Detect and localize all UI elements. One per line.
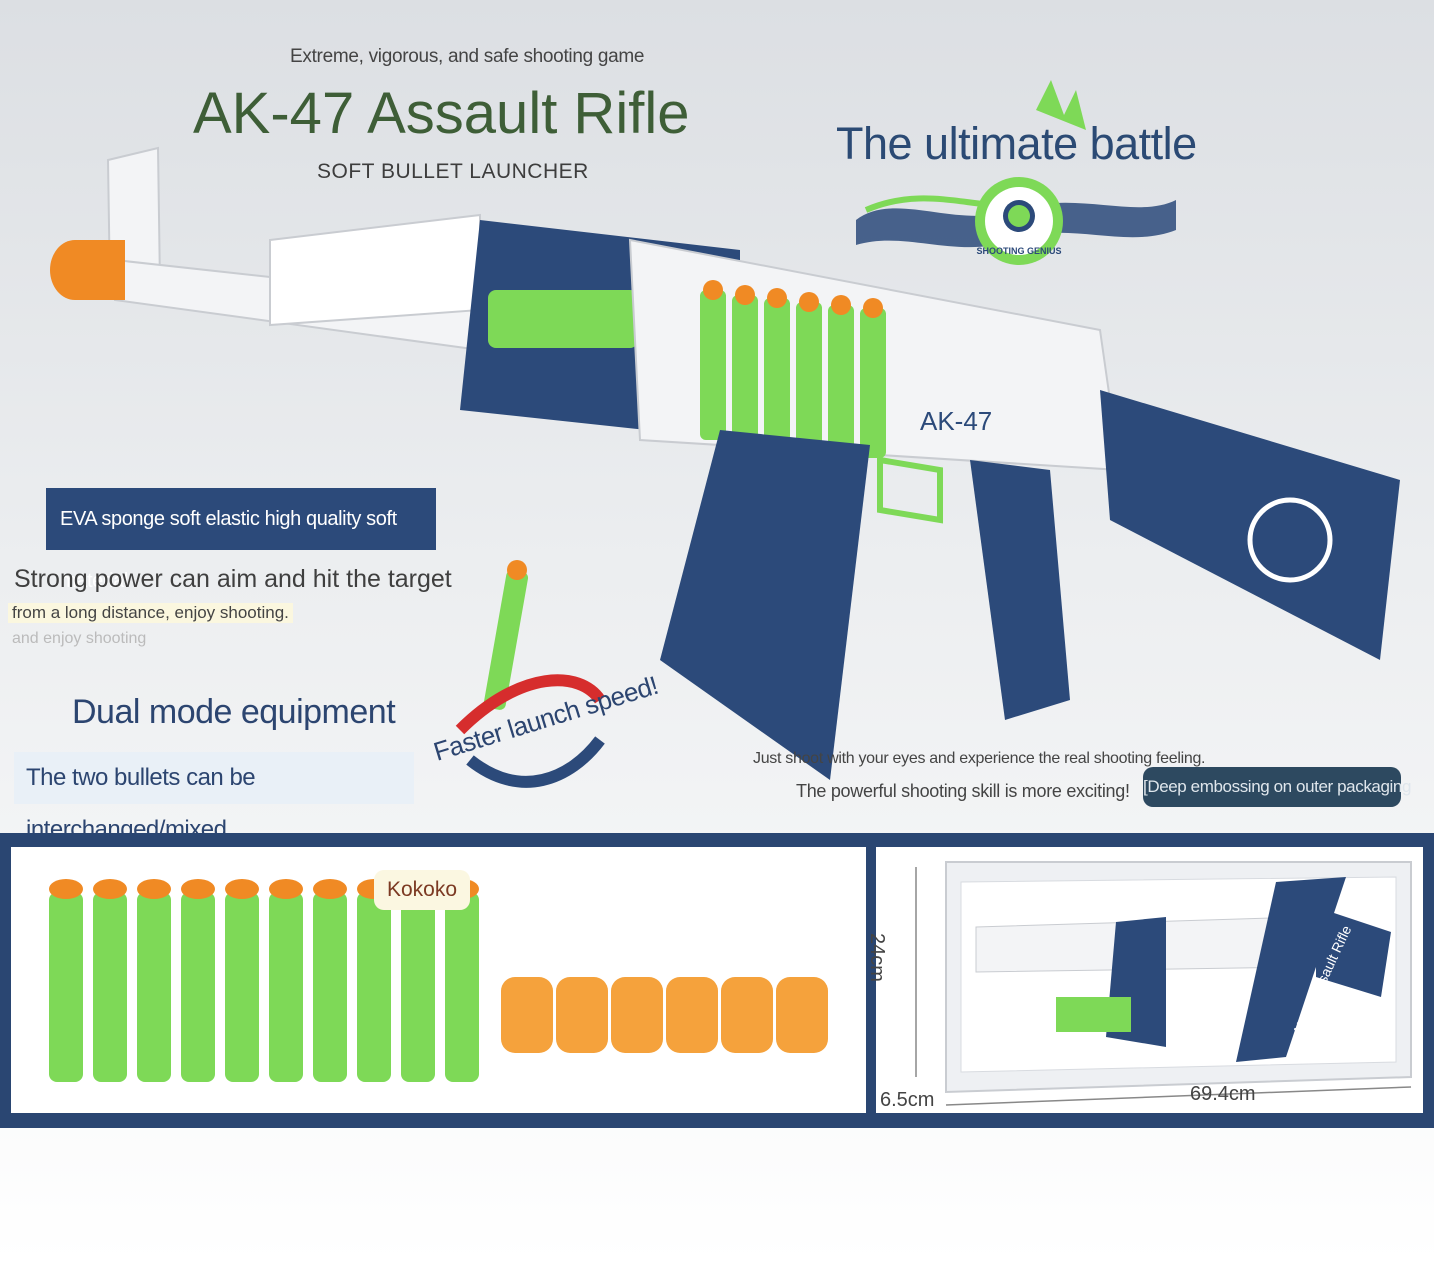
dart bbox=[357, 892, 391, 1082]
dart bbox=[181, 892, 215, 1082]
gas-tube bbox=[269, 213, 481, 327]
dart bbox=[137, 892, 171, 1082]
material-banner: EVA sponge soft elastic high quality sof… bbox=[46, 488, 436, 592]
arrow-red bbox=[455, 674, 605, 735]
trigger-guard bbox=[877, 456, 943, 524]
power-subtext: from a long distance, enjoy shooting. bbox=[8, 603, 293, 623]
shell bbox=[776, 977, 828, 1053]
rifle-illustration: AK-47 bbox=[50, 146, 1400, 788]
accessories-panel bbox=[11, 847, 866, 1113]
depth-dimension: 6.5cm bbox=[880, 1089, 935, 1111]
dart bbox=[445, 892, 479, 1082]
dart-tip bbox=[313, 879, 347, 899]
shoot-line-2: The powerful shooting skill is more exci… bbox=[796, 781, 1130, 801]
stock-emblem bbox=[1247, 497, 1333, 583]
seal-text: SHOOTING GENIUS bbox=[976, 246, 1061, 256]
shell bbox=[501, 977, 553, 1053]
package-box: AK-47 Assault Rifle bbox=[915, 861, 1412, 1106]
shell bbox=[721, 977, 773, 1053]
muzzle-ring bbox=[75, 240, 125, 300]
stock bbox=[1100, 390, 1400, 660]
dart bbox=[49, 892, 83, 1082]
product-title: AK-47 Assault Rifle bbox=[193, 81, 690, 146]
height-dimension: 24cm bbox=[866, 933, 888, 982]
power-ghost-text: and enjoy shooting bbox=[12, 630, 147, 647]
dart bbox=[225, 892, 259, 1082]
rifle-marking: AK-47 bbox=[920, 406, 992, 436]
shell-row bbox=[501, 977, 828, 1053]
dart-tip bbox=[137, 879, 171, 899]
dart-row bbox=[49, 879, 479, 1082]
shooting-genius-seal: SHOOTING GENIUS bbox=[975, 177, 1063, 265]
tagline: Extreme, vigorous, and safe shooting gam… bbox=[290, 46, 645, 67]
accessories-illustration bbox=[49, 879, 828, 1082]
shell bbox=[556, 977, 608, 1053]
shell bbox=[666, 977, 718, 1053]
power-heading: Strong power can aim and hit the target bbox=[14, 565, 452, 593]
magazine bbox=[660, 430, 870, 780]
dart bbox=[313, 892, 347, 1082]
dart bbox=[269, 892, 303, 1082]
dart bbox=[401, 892, 435, 1082]
dual-mode-heading: Dual mode equipment bbox=[72, 693, 396, 731]
arrow-blue bbox=[466, 736, 605, 788]
dart-tip bbox=[181, 879, 215, 899]
single-dart bbox=[483, 570, 529, 710]
rail-mount bbox=[488, 290, 638, 348]
dart-tip bbox=[225, 879, 259, 899]
dart bbox=[93, 892, 127, 1082]
package-panel: AK-47 Assault Rifle bbox=[876, 847, 1423, 1113]
pistol-grip bbox=[970, 460, 1070, 720]
shoot-line-1: Just shoot with your eyes and experience… bbox=[753, 750, 1206, 767]
packaging-badge: [Deep embossing on outer packaging bbox=[1143, 767, 1411, 807]
dart-tip bbox=[269, 879, 303, 899]
battle-headline: The ultimate battle bbox=[836, 118, 1197, 169]
loaded-darts bbox=[700, 280, 886, 458]
width-dimension: 69.4cm bbox=[1190, 1083, 1256, 1105]
dart-tip bbox=[93, 879, 127, 899]
dart-tip bbox=[49, 879, 83, 899]
accessory-label: Kokoko bbox=[374, 870, 470, 910]
interchange-banner: The two bullets can be interchanged/mixe… bbox=[14, 752, 414, 843]
product-subtitle: SOFT BULLET LAUNCHER bbox=[317, 160, 589, 183]
shell bbox=[611, 977, 663, 1053]
